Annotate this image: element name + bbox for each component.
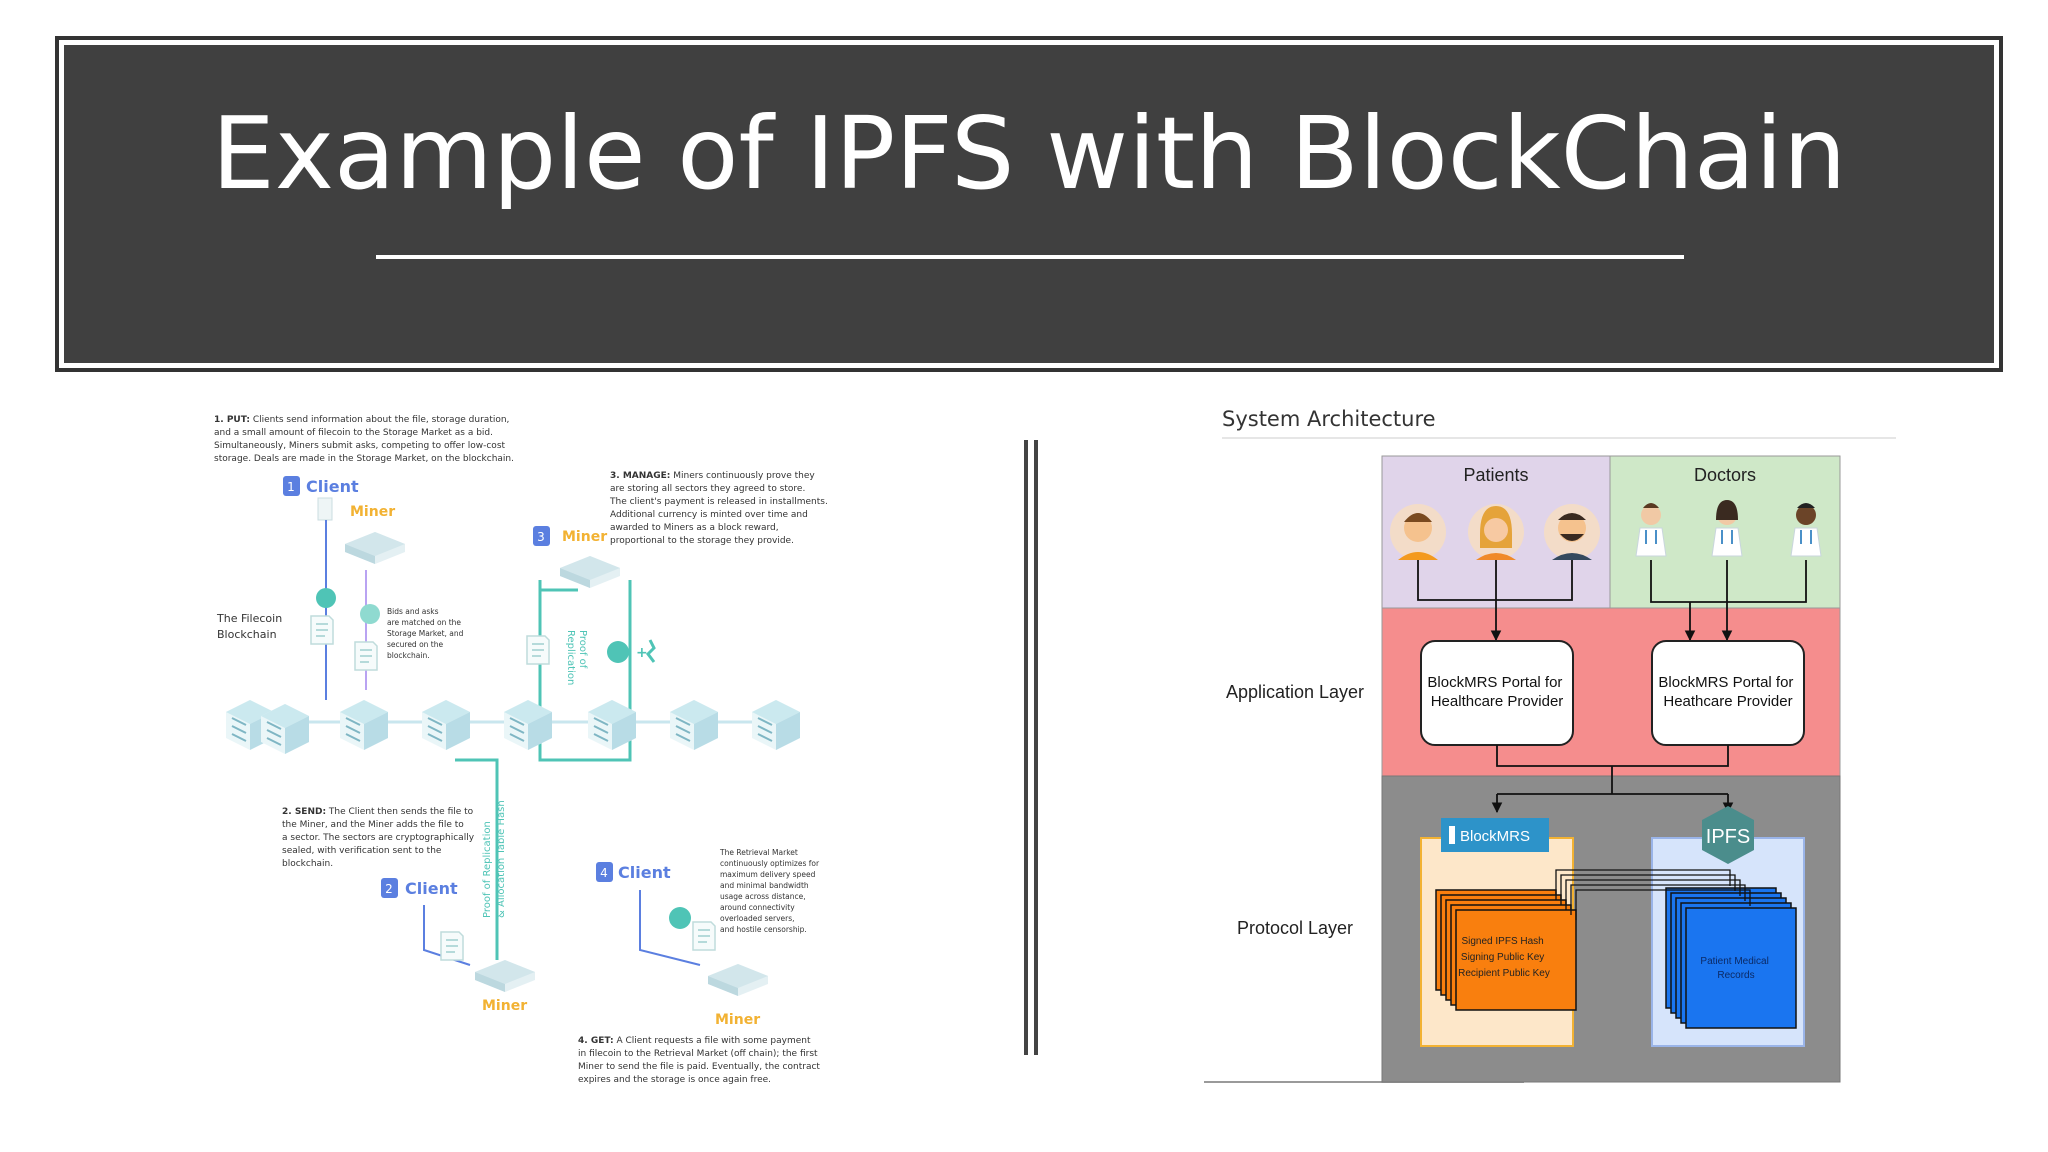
miner-label-3: Miner: [562, 529, 607, 545]
doc-icon-1: [310, 615, 334, 645]
badge-2: [381, 878, 398, 898]
orange-card-text: Signed IPFS Hash Signing Public Key Reci…: [1458, 936, 1550, 979]
patients-connector: [1417, 560, 1573, 601]
reward-icon: [646, 639, 656, 663]
client-label-4: Client: [618, 863, 671, 882]
miner-server-2: [475, 960, 535, 992]
blockmrs-badge: [1441, 818, 1549, 852]
filecoin-diagram: 1. PUT: Clients send information about t…: [214, 415, 831, 1085]
miner-label-1: Miner: [350, 504, 395, 520]
miner-server-1: [345, 532, 405, 564]
patient-avatar-2: [1468, 504, 1524, 560]
step1-text: 1. PUT: Clients send information about t…: [214, 415, 514, 464]
client-label-2: Client: [405, 879, 458, 898]
doctor-avatar-3: [1790, 503, 1822, 557]
step4-text: 4. GET: A Client requests a file with so…: [578, 1036, 823, 1085]
portal-right-label: BlockMRS Portal for Heathcare Provider: [1658, 674, 1797, 710]
miner-server-4: [708, 964, 768, 996]
doctors-header: Doctors: [1694, 465, 1756, 485]
proof-loop-label: Proof of Replication: [565, 630, 588, 685]
application-layer-label: Application Layer: [1226, 682, 1364, 702]
miner-server-3: [560, 556, 620, 588]
coin-icon-3: [607, 641, 629, 663]
portal-left-label: BlockMRS Portal for Healthcare Provider: [1427, 674, 1566, 710]
hash-link-lines: [1555, 869, 1751, 920]
proof-loop-line: [538, 580, 632, 762]
badge-3: [533, 526, 550, 546]
bids-note: Bids and asks are matched on the Storage…: [387, 607, 466, 660]
doc-icon-4: [440, 931, 464, 961]
proof-replication-line: [455, 758, 499, 960]
badge-4-number: 4: [600, 866, 608, 880]
proof-replication-label: Proof of Replication & Allocation Table …: [482, 800, 507, 918]
protocol-layer-label: Protocol Layer: [1237, 918, 1353, 938]
badge-1: [283, 476, 300, 496]
block-8: [751, 699, 801, 751]
block-4: [421, 699, 471, 751]
block-5: [503, 699, 553, 751]
step2-text: 2. SEND: The Client then sends the file …: [282, 807, 477, 869]
miner-label-4: Miner: [715, 1012, 760, 1028]
step3-text: 3. MANAGE: Miners continuously prove the…: [609, 471, 831, 546]
patient-avatar-1: [1390, 504, 1446, 560]
blue-card-stack: [1665, 887, 1797, 1029]
client-label-1: Client: [306, 477, 359, 496]
miner-label-2: Miner: [482, 998, 527, 1014]
coin-icon-1: [316, 588, 336, 608]
blue-card-text: Patient Medical Records: [1700, 956, 1771, 981]
plus-icon: +: [636, 645, 648, 661]
block-7: [669, 699, 719, 751]
badge-1-number: 1: [287, 480, 295, 494]
retrieval-note: The Retrieval Market continuously optimi…: [719, 848, 821, 934]
ipfs-label: IPFS: [1706, 826, 1750, 848]
badge-2-number: 2: [385, 882, 393, 896]
coin-icon-2: [360, 604, 380, 624]
architecture-title: System Architecture: [1222, 407, 1436, 431]
blockmrs-label: BlockMRS: [1460, 828, 1530, 845]
slide-title: Example of IPFS with BlockChain: [212, 95, 1847, 212]
badge-3-number: 3: [537, 530, 545, 544]
doctor-avatar-1: [1635, 503, 1667, 557]
orange-card-stack: [1435, 889, 1577, 1011]
blockchain-blocks: [225, 699, 801, 755]
doctors-connector: [1650, 560, 1807, 603]
doc-icon-3: [526, 635, 550, 665]
system-architecture: System Architecture Patients Doctors: [1204, 407, 1896, 1083]
doc-icon-5: [692, 921, 716, 951]
ipfs-hex-icon: [1702, 806, 1754, 864]
client-line-4: [639, 890, 701, 966]
badge-4: [596, 862, 613, 882]
client-phone-1: [317, 497, 333, 521]
coin-icon-4: [669, 907, 691, 929]
doctor-avatar-2: [1711, 500, 1743, 557]
blockmrs-logo-icon: [1449, 826, 1455, 844]
blockchain-label: The Filecoin Blockchain: [216, 612, 286, 641]
title-banner: [64, 45, 1994, 363]
block-3: [339, 699, 389, 751]
patient-avatar-3: [1544, 504, 1600, 560]
doc-icon-2: [354, 641, 378, 671]
patients-header: Patients: [1463, 465, 1528, 485]
